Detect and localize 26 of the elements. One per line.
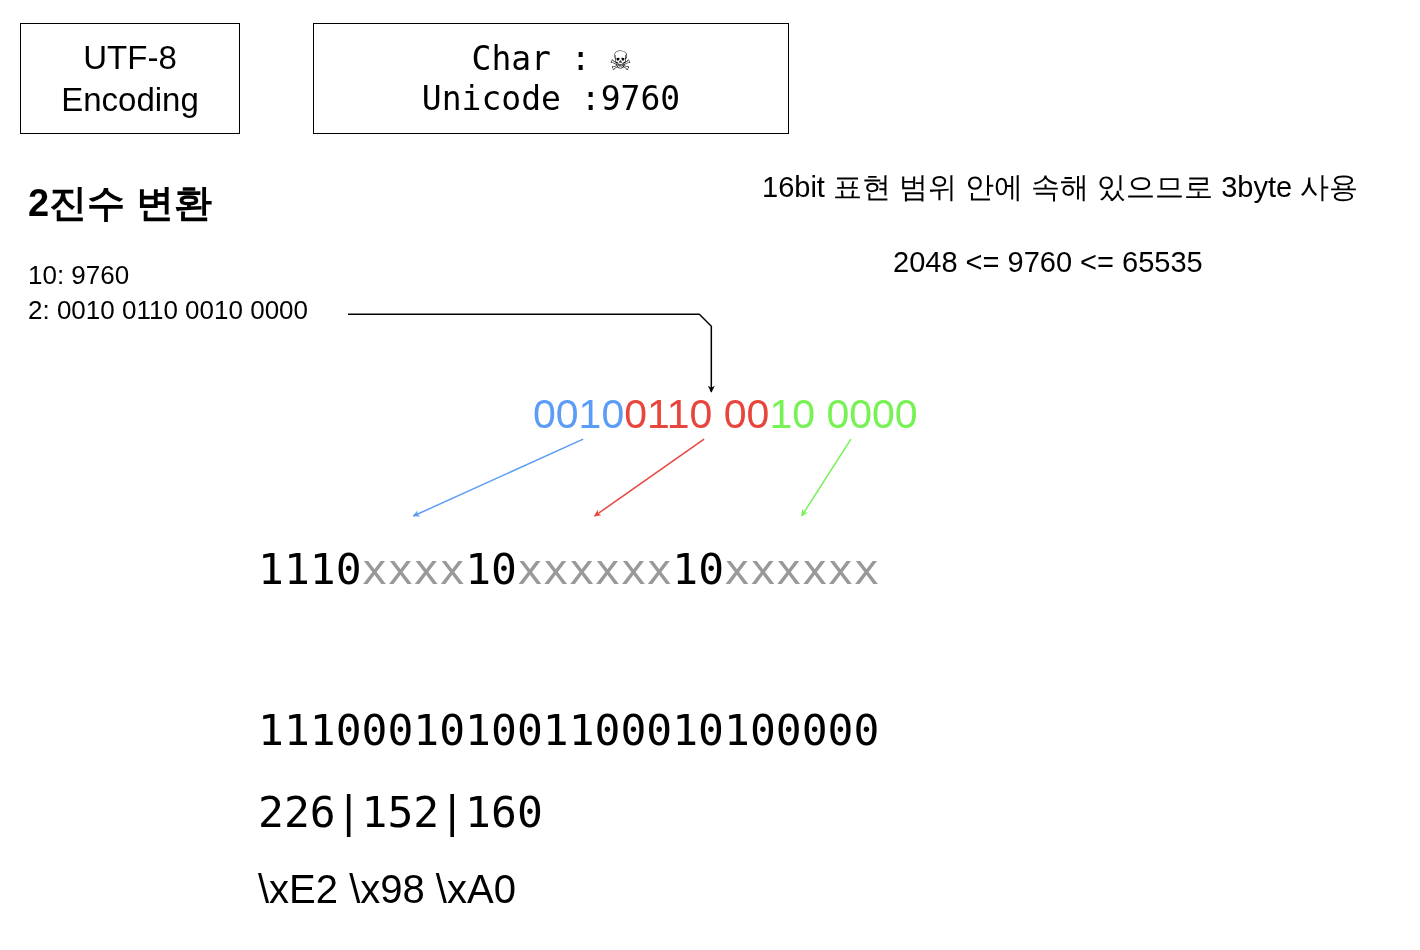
conversion-line: 10: 9760 [28,259,131,292]
decimal-bytes: 226|152|160 [258,787,543,837]
arrow [347,313,715,393]
box-text: Char : ☠ [471,38,631,79]
note-text: 16bit 표현 범위 안에 속해 있으므로 3byte 사용 [762,170,1359,205]
binary-result: 111000101001100010100000 [258,705,880,755]
prefix-bits: 10 [672,546,725,594]
character-box [313,23,789,134]
placeholder-bits: xxxx [361,546,466,594]
arrow [593,438,705,517]
box-text: UTF-8 Encoding [60,38,200,120]
range-text: 2048 <= 9760 <= 65535 [893,246,1203,279]
bit-group: 0010 [533,392,625,438]
hex-bytes: \xE2 \x98 \xA0 [258,867,516,912]
conversion-line: 2: 0010 0110 0010 0000 [28,294,308,328]
section-heading: 2진수 변환 [28,181,212,226]
bit-group: 10 0000 [769,392,918,438]
title-box [20,23,240,134]
prefix-bits: 1110 [258,546,362,594]
arrow [412,438,584,517]
placeholder-bits: xxxxxx [724,546,880,594]
prefix-bits: 10 [465,546,517,594]
placeholder-bits: xxxxxx [516,546,673,594]
bit-group: 0110 00 [624,392,770,438]
box-text: Unicode :9760 [421,78,681,119]
arrow [800,438,852,517]
